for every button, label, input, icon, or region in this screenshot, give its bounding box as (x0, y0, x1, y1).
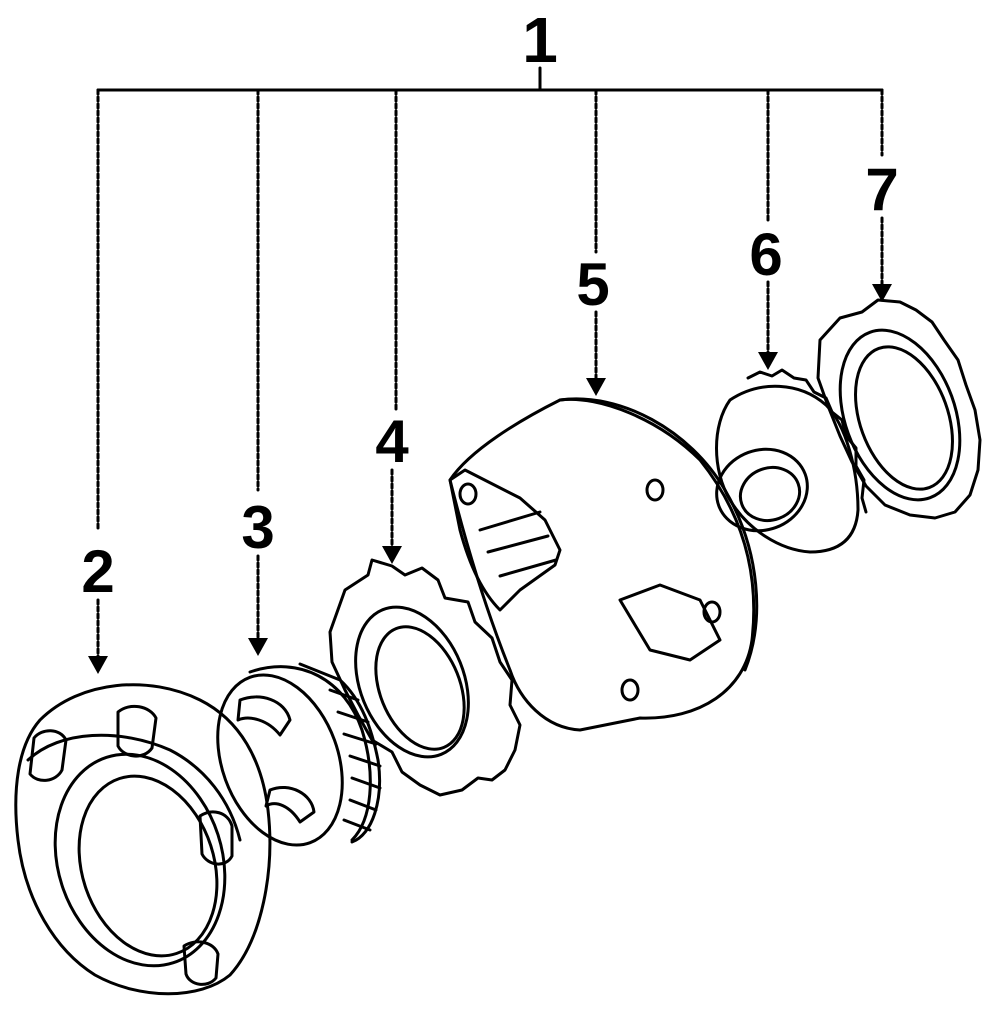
adjuster-3-notch-top (236, 695, 292, 737)
gear-6-body (715, 384, 860, 554)
leader-lines (96, 66, 884, 660)
case-5-bolt-hole-4 (620, 678, 640, 702)
gear-6-spline (738, 466, 802, 522)
part-4-toothed-ring (328, 558, 522, 797)
ring-4-teeth-outline (328, 558, 522, 797)
adjuster-3-front (216, 673, 344, 847)
part-7-toothed-ring (816, 298, 982, 520)
ring-2-slot-4 (182, 940, 220, 986)
gear-6-hub (715, 447, 809, 533)
ring-7-bore-inner (854, 345, 954, 491)
leader-arrowheads (88, 284, 892, 674)
ring-2-slot-3 (198, 810, 234, 866)
adjuster-3-threads (328, 688, 382, 832)
case-5-pinion-shaft (478, 510, 558, 578)
adjuster-3-body (298, 662, 382, 844)
case-5-bolt-hole-1 (458, 482, 478, 506)
arrowhead-part-6 (758, 352, 778, 370)
part-3-threaded-adjuster (216, 662, 382, 847)
part-5-differential-case (448, 397, 759, 732)
case-5-window (448, 468, 562, 612)
ring-2-slot-1 (28, 729, 68, 782)
ring-4-bore (354, 605, 470, 759)
case-5-bolt-hole-2 (645, 478, 665, 502)
arrowhead-part-2 (88, 656, 108, 674)
case-5-body (448, 397, 756, 732)
case-5-boss (618, 583, 722, 662)
ring-2-bore (53, 752, 227, 968)
label-part-6: 6 (749, 221, 782, 288)
case-5-flange (558, 397, 759, 672)
adjuster-3-rim (248, 665, 372, 842)
label-assembly: 1 (522, 4, 558, 76)
part-2-slotted-ring (14, 683, 272, 996)
label-part-5: 5 (576, 251, 609, 318)
arrowhead-part-7 (872, 284, 892, 302)
arrowhead-part-4 (382, 546, 402, 564)
part-6-side-gear (715, 368, 868, 554)
label-part-3: 3 (241, 494, 274, 561)
arrowhead-part-3 (248, 638, 268, 656)
ring-4-bore-inner (374, 625, 466, 751)
ring-2-outer (14, 683, 272, 996)
ring-2-bore-inner (77, 774, 219, 958)
ring-7-bore (838, 328, 962, 502)
ring-7-teeth-outline (816, 298, 982, 520)
ring-2-face-edge (26, 733, 242, 842)
ring-2-slot-2 (116, 704, 158, 758)
label-part-4: 4 (375, 408, 409, 475)
label-part-2: 2 (81, 538, 114, 605)
arrowhead-part-5 (586, 378, 606, 396)
adjuster-3-notch-bottom (264, 785, 316, 824)
label-part-7: 7 (865, 156, 898, 223)
